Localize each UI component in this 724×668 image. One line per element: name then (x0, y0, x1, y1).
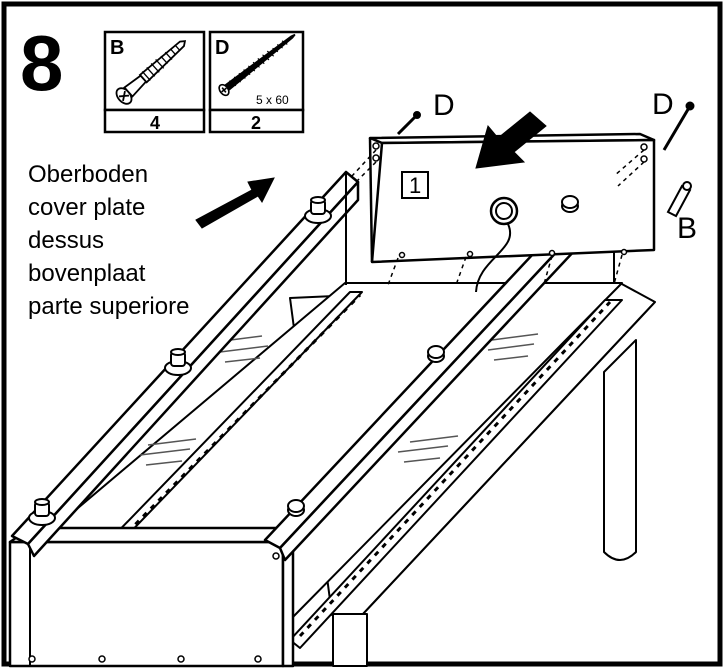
screw-d-right-icon (662, 101, 695, 151)
part-b-letter: B (110, 37, 124, 59)
part-b-qty-cell (103, 108, 206, 134)
part-d-qty: 2 (251, 113, 261, 133)
panel-number-box (401, 171, 429, 199)
callout-b-right: B (677, 212, 697, 245)
part-name-line-nl: bovenplaat (28, 260, 146, 287)
insert-arrow-icon (475, 111, 547, 169)
part-d-size: 5 x 60 (256, 93, 289, 107)
part-name-line-de: Oberboden (28, 161, 148, 188)
part-name-line-fr: dessus (28, 227, 104, 254)
part-b-screw-icon (115, 40, 187, 105)
part-d-screw-icon (218, 33, 296, 97)
desk-leg-rear (603, 339, 637, 561)
screw-d-left-icon (396, 111, 421, 136)
cover-plate-holes (372, 142, 648, 259)
cam-lock-fittings (28, 195, 579, 526)
callout-d-left: D (433, 89, 455, 122)
panel-number: 1 (409, 173, 421, 198)
part-d-letter: D (215, 37, 229, 59)
cable-grommet-icon (475, 196, 519, 293)
part-b-qty: 4 (150, 113, 160, 133)
direction-arrow-icon (195, 177, 275, 229)
part-name-line-it: parte superiore (28, 293, 189, 320)
front-panel-holes (28, 552, 280, 663)
screw-b-right-icon (666, 181, 692, 218)
part-d-qty-cell (208, 108, 305, 134)
callout-d-right: D (652, 88, 674, 121)
part-name-text: Oberboden cover plate dessus bovenplaat … (28, 161, 189, 320)
part-name-line-en: cover plate (28, 194, 145, 221)
parts-table (103, 30, 305, 134)
alignment-guides (351, 149, 645, 286)
front-panel (8, 526, 295, 668)
step-number: 8 (20, 19, 63, 107)
desk-leg-front (332, 613, 368, 667)
